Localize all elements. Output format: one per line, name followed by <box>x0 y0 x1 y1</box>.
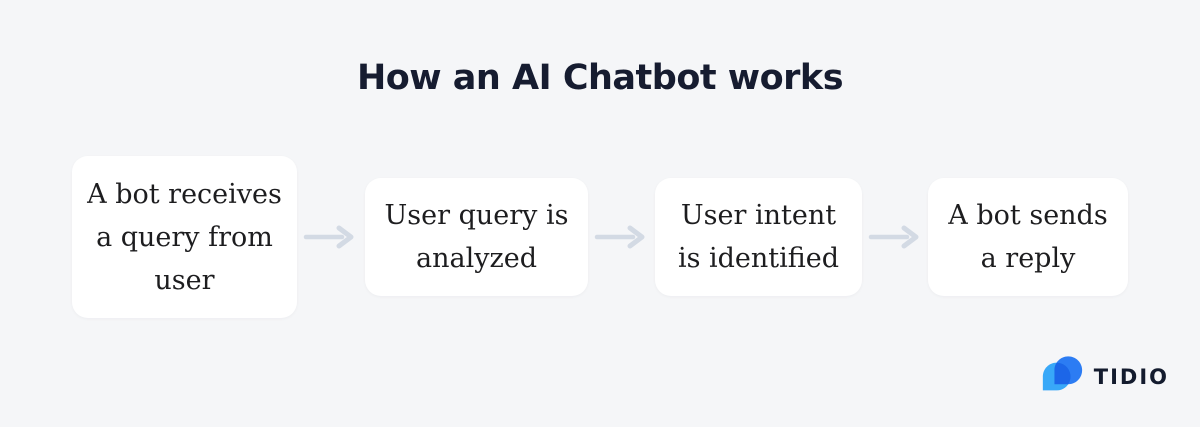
bubble-overlap <box>1054 362 1071 385</box>
arrow-right-icon <box>594 225 645 249</box>
step-label: User intent is identified <box>677 200 840 274</box>
tidio-chat-bubbles-icon <box>1042 356 1082 391</box>
tidio-logo: TIDIO <box>1039 353 1169 401</box>
arrow-right-icon <box>868 225 919 249</box>
flow-step-3: User intent is identified <box>655 178 862 296</box>
flow-step-4: A bot sends a reply <box>928 178 1128 296</box>
step-label: User query is analyzed <box>384 200 569 274</box>
page-title: How an AI Chatbot works <box>356 58 844 98</box>
step-label: A bot receives a query from user <box>87 178 282 296</box>
flow-step-2: User query is analyzed <box>365 178 588 296</box>
flow-step-1: A bot receives a query from user <box>72 156 297 318</box>
step-label: A bot sends a reply <box>948 200 1108 274</box>
tidio-wordmark: TIDIO <box>1093 365 1169 389</box>
arrow-right-icon <box>303 225 354 249</box>
